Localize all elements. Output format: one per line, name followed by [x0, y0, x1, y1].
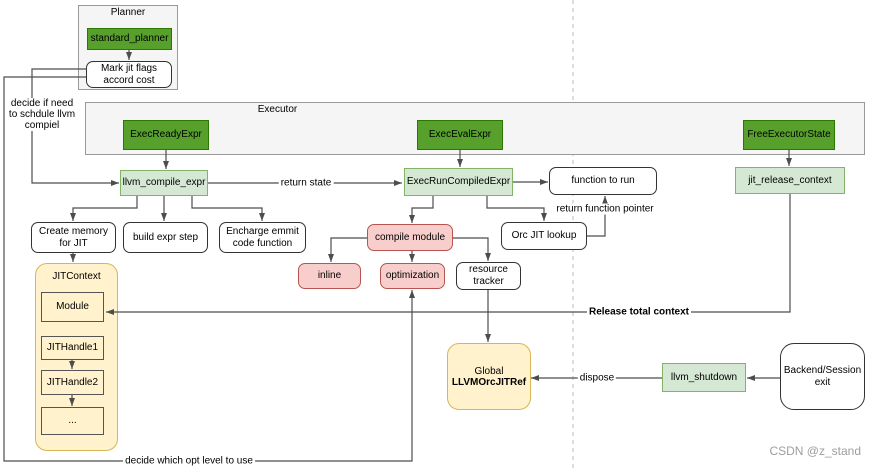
node-orc-jit-lookup: Orc JIT lookup [501, 222, 587, 250]
label-decide-schedule: decide if need to schdule llvm compiel [5, 98, 79, 131]
jitcontext-container [35, 263, 118, 451]
node-jithandle1: JITHandle1 [41, 336, 104, 360]
edge-llvm-to-encharge [191, 196, 265, 221]
node-jithandle-more: ... [41, 407, 104, 435]
node-encharge-emmit-code-function: Encharge emmit code function [219, 222, 306, 253]
node-llvm-compile-expr: llvm_compile_expr [120, 170, 208, 196]
label-return-state: return state [278, 177, 334, 189]
executor-title: Executor [257, 104, 298, 115]
node-mark-jit-flags: Mark jit flags accord cost [86, 61, 172, 88]
label-release-total-context: Release total context [586, 306, 692, 318]
node-free-executor-state: FreeExecutorState [743, 120, 835, 150]
label-decide-opt-level: decide which opt level to use [123, 455, 255, 467]
edge-decide-opt-to-optimization [3, 76, 415, 462]
edge-orc-lookup-to-function [587, 196, 608, 237]
label-return-function-pointer: return function pointer [554, 203, 656, 215]
planner-title: Planner [110, 7, 146, 18]
node-backend-session-exit: Backend/Session exit [780, 343, 865, 410]
node-resource-tracker: resource tracker [456, 262, 521, 290]
csdn-watermark: CSDN @z_stand [769, 444, 861, 458]
node-jit-release-context: jit_release_context [735, 167, 845, 194]
edge-execrun-to-orc-lookup [486, 196, 547, 221]
edge-compile-to-inline [328, 237, 367, 262]
global-label-line2: LLVMOrcJITRef [451, 376, 527, 388]
edge-llvm-to-create-memory [70, 196, 138, 221]
label-dispose: dispose [577, 372, 617, 384]
jitcontext-title: JITContext [52, 271, 101, 282]
node-exec-ready-expr: ExecReadyExpr [123, 120, 209, 150]
node-llvm-shutdown: llvm_shutdown [662, 363, 746, 392]
edge-compile-to-resource-tracker [453, 237, 491, 261]
node-exec-run-compiled-expr: ExecRunCompiledExpr [404, 168, 513, 196]
node-module: Module [41, 292, 104, 322]
node-exec-eval-expr: ExecEvalExpr [417, 120, 503, 150]
global-llvm-orc-jit-ref: Global LLVMOrcJITRef [447, 343, 531, 410]
node-build-expr-step: build expr step [123, 222, 208, 253]
node-create-memory-for-jit: Create memory for JIT [31, 222, 116, 253]
node-inline: inline [298, 263, 361, 289]
node-compile-module: compile module [367, 224, 453, 251]
node-optimization: optimization [380, 263, 445, 289]
node-standard-planner: standard_planner [87, 28, 172, 50]
edge-execrun-to-compile-module [409, 196, 434, 223]
edge-release-total-context [106, 194, 791, 315]
global-label-line1: Global [474, 365, 504, 377]
node-function-to-run: function to run [549, 167, 657, 195]
node-jithandle2: JITHandle2 [41, 370, 104, 395]
